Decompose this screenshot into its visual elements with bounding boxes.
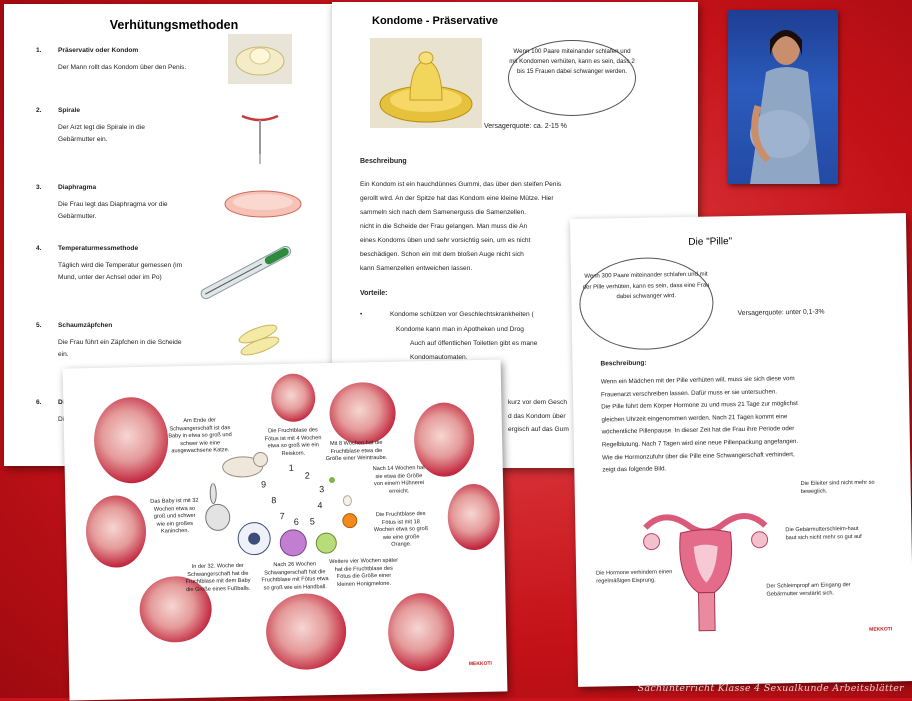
worksheet-schwangerschaft: Am Ende der Schwangerschaft ist das Baby… [62, 359, 508, 701]
item-desc: Täglich wird die Temperatur gemessen (im… [58, 262, 183, 281]
info-cloud: Wenn 100 Paare miteinander schlafen und … [508, 40, 636, 116]
label: Das Baby ist mit 32 Wochen etwa so groß … [150, 497, 199, 535]
label: Nach 26 Wochen Schwangerschaft hat die F… [261, 561, 329, 591]
item-name: Diaphragma [58, 184, 97, 191]
watermark: Sachunterricht Klasse 4 Sexualkunde Arbe… [637, 683, 904, 694]
text-line: kann Samenzellen entweichen lassen. [360, 265, 473, 272]
melon-image [315, 532, 337, 554]
sheet-title: Kondome - Präservative [372, 15, 498, 27]
item-desc: Der Mann rollt das Kondom über den Penis… [58, 64, 187, 71]
item-name: Temperaturmessmethode [58, 245, 139, 252]
failure-rate: Versagerquote: unter 0,1-3% [737, 308, 825, 318]
week-number: 8 [271, 495, 277, 506]
woman-illustration [750, 30, 820, 184]
week-number: 2 [304, 470, 310, 481]
label: Die Fruchtblase des Fötus ist mit 4 Woch… [264, 427, 322, 457]
cat-image [222, 451, 269, 478]
annotation: Die Hormone verhindern einen regelmäßige… [596, 569, 673, 585]
text-fragment: ergisch auf das Gum [508, 426, 569, 433]
fetus-image [270, 373, 316, 423]
advantage-item: Auch auf öffentlichen Toiletten gibt es … [410, 340, 538, 347]
worksheet-pille: Die "Pille" Wenn 300 Paare miteinander s… [569, 213, 912, 687]
week-number: 7 [279, 511, 285, 522]
thermometer-image [200, 245, 292, 300]
failure-rate: Versagerquote: ca. 2-15 % [484, 123, 567, 130]
advantage-item: Kondomautomaten. [410, 354, 468, 361]
text-line: Ein Kondom ist ein hauchdünnes Gummi, da… [360, 181, 562, 188]
annotation: Die Gebärmutterschleim-haut baut sich ni… [785, 525, 862, 541]
label: Weitere vier Wochen später hat die Fruch… [329, 557, 399, 588]
section-heading: Beschreibung: [600, 359, 647, 368]
item-name: Schaumzäpfchen [58, 322, 113, 329]
info-cloud: Wenn 300 Paare miteinander schlafen und … [578, 256, 715, 351]
item-number: 3. [36, 184, 42, 191]
text-line: nicht in die Scheide der Frau gelangen. … [360, 223, 528, 230]
section-heading: Vorteile: [360, 290, 388, 297]
label: Die Fruchtblase des Fötus ist mit 18 Woc… [373, 511, 429, 548]
advantage-item: Kondome kann man in Apotheken und Drog [396, 326, 524, 333]
description-text: Ein Kondom ist ein hauchdünnes Gummi, da… [360, 178, 690, 276]
label: Mit 8 Wochen hat die Fruchtblase etwa di… [325, 439, 388, 463]
worksheet-verhuetungsmethoden: Verhütungsmethoden 1. Präservativ oder K… [4, 4, 334, 466]
text-line: sammeln sich nach dem Samenerguss die Sa… [360, 209, 527, 216]
football-image [237, 522, 271, 556]
week-number: 6 [293, 516, 299, 527]
cloud-text: Wenn 100 Paare miteinander schlafen und … [509, 48, 635, 75]
egg-image [342, 495, 352, 507]
rabbit-image [205, 482, 231, 531]
signature: MEKKOTI [869, 626, 893, 633]
week-number: 1 [288, 462, 294, 473]
handball-image [279, 529, 307, 557]
pregnant-woman-photo [728, 10, 838, 184]
item-number: 1. [36, 47, 42, 54]
uterus-diagram [643, 512, 769, 632]
label: Nach 14 Wochen hat sie etwa die Größe vo… [372, 465, 425, 495]
condom-image [228, 34, 292, 84]
condom-photo [370, 38, 482, 128]
item-name: Spirale [58, 107, 80, 114]
description-text: Wenn ein Mädchen mit der Pille verhüten … [601, 371, 903, 477]
item-desc: Die Frau führt ein Zäpfchen in die Schei… [58, 339, 182, 358]
item-desc: Der Arzt legt die Spirale in die Gebärmu… [58, 124, 145, 143]
text-fragment: kurz vor dem Gesch [508, 399, 567, 406]
week-number: 4 [317, 500, 323, 511]
text-line: eines Kondoms üben und sehr vorsichtig s… [360, 237, 531, 244]
fetus-image [85, 494, 147, 569]
item-number: 4. [36, 245, 42, 252]
text-line: beschädigen. Schon ein mit dem bloßen Au… [360, 251, 524, 258]
suppository-image [238, 324, 280, 356]
item-desc: Die Frau legt das Diaphragma vor die Geb… [58, 201, 168, 220]
diaphragm-image [224, 190, 302, 218]
fetus-image [328, 381, 397, 446]
item-number: 5. [36, 322, 42, 329]
cloud-text: Wenn 300 Paare miteinander schlafen und … [582, 271, 710, 301]
fetus-image [447, 483, 501, 551]
week-number: 3 [319, 484, 325, 495]
text-fragment: d das Kondom über [508, 413, 566, 420]
text-line: gerollt wird. An der Spitze hat das Kond… [360, 195, 554, 202]
sheet-title: Verhütungsmethoden [109, 18, 239, 32]
item-number: 6. [36, 399, 42, 406]
advantage-item: Kondome schützen vor Geschlechtskrankhei… [390, 311, 534, 318]
fetus-image [265, 592, 347, 671]
item-number: 2. [36, 107, 42, 114]
section-heading: Beschreibung [360, 158, 407, 165]
week-number: 5 [309, 516, 315, 527]
item-name: Präservativ oder Kondom [58, 47, 139, 54]
annotation: Die Eileiter sind nicht mehr so beweglic… [800, 479, 875, 495]
orange-image [342, 513, 358, 529]
signature: MEKKOTI [468, 660, 492, 668]
fetus-image [93, 396, 169, 484]
annotation: Der Schleimpropf am Eingang der Gebärmut… [766, 582, 851, 598]
fetus-image [387, 592, 455, 672]
iud-image [241, 114, 279, 164]
bullet: • [360, 311, 363, 318]
grape-image [328, 477, 335, 484]
label: In der 32. Woche der Schwangerschaft hat… [185, 562, 251, 593]
sheet-title: Die "Pille" [688, 236, 733, 248]
